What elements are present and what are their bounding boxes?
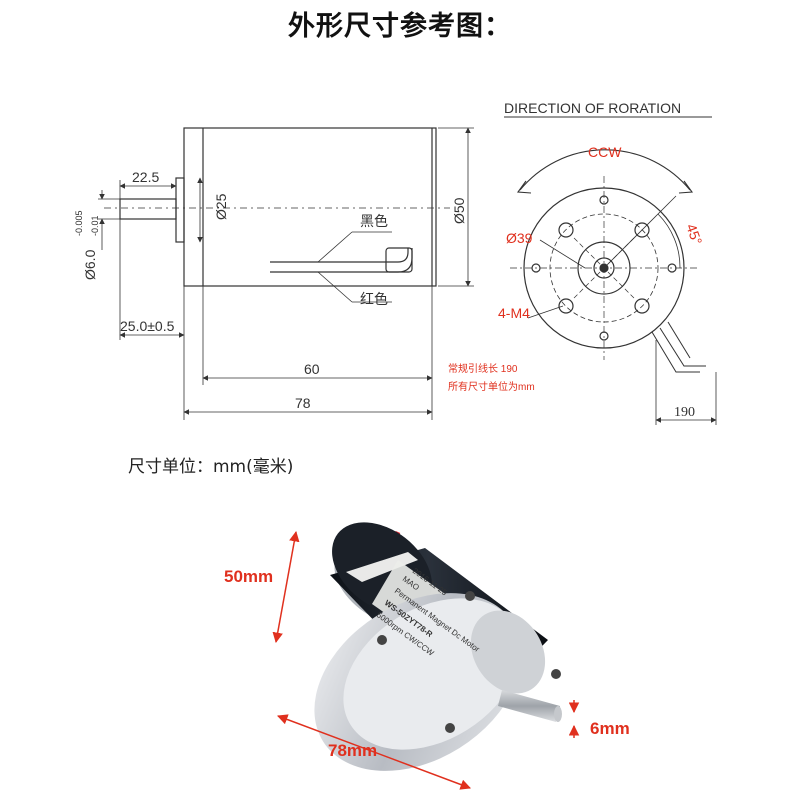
note-lead: 常规引线长 190 [448,362,518,375]
motor-photo: MAO Permanent Magnet Dc Motor WS-50ZYT78… [314,522,562,771]
rotation-heading: DIRECTION OF RORATION [504,100,681,116]
wire-black-label: 黑色 [360,213,388,229]
label-shaft: 6mm [590,719,630,738]
dim-lead: 190 [674,405,695,420]
label-height: 50mm [224,567,273,586]
end-view [504,116,717,425]
photo-dimensions [272,530,580,790]
dim-boss-dia: Ø25 [213,193,229,220]
angle-45: 45° [683,222,705,247]
rotation-arrow [519,149,691,191]
dim-shaft-tol-upper: -0.005 [74,210,84,236]
wire-red-label: 红色 [360,291,388,307]
dim-body-length: 60 [304,361,320,377]
mount-hole [558,298,574,314]
page-title: 外形尺寸参考图： [288,11,512,42]
shaft-outline [119,198,177,220]
label-length: 78mm [328,741,377,760]
mount-hole [634,222,650,238]
dim-shaft-total: 25.0±0.5 [120,318,175,334]
end-view-labels: DIRECTION OF RORATION CCW Ø39 45° 4-M4 常… [448,100,705,420]
photo-labels: 50mm 78mm 6mm [224,567,630,760]
motor-shaft [498,690,560,722]
mount-hole [558,222,574,238]
side-view [98,127,474,420]
dim-shaft-tol-lower: -0.01 [90,215,100,236]
dim-total-length: 78 [295,395,311,411]
dim-body-dia: Ø50 [451,197,467,224]
holes-spec: 4-M4 [498,305,530,321]
dim-shaft-dia: Ø6.0 [82,249,98,280]
side-view-labels: 22.5 Ø25 Ø50 Ø6.0 -0.005 -0.01 25.0±0.5 … [74,169,467,411]
unit-note: 尺寸单位：mm(毫米) [128,457,294,477]
rotation-ccw: CCW [588,144,622,160]
note-units: 所有尺寸单位为mm [448,380,535,393]
dim-shaft-length: 22.5 [132,169,159,185]
front-boss [175,177,185,243]
bolt-circle-dia: Ø39 [506,230,533,246]
motor-sticker [346,552,418,582]
mount-hole [634,298,650,314]
